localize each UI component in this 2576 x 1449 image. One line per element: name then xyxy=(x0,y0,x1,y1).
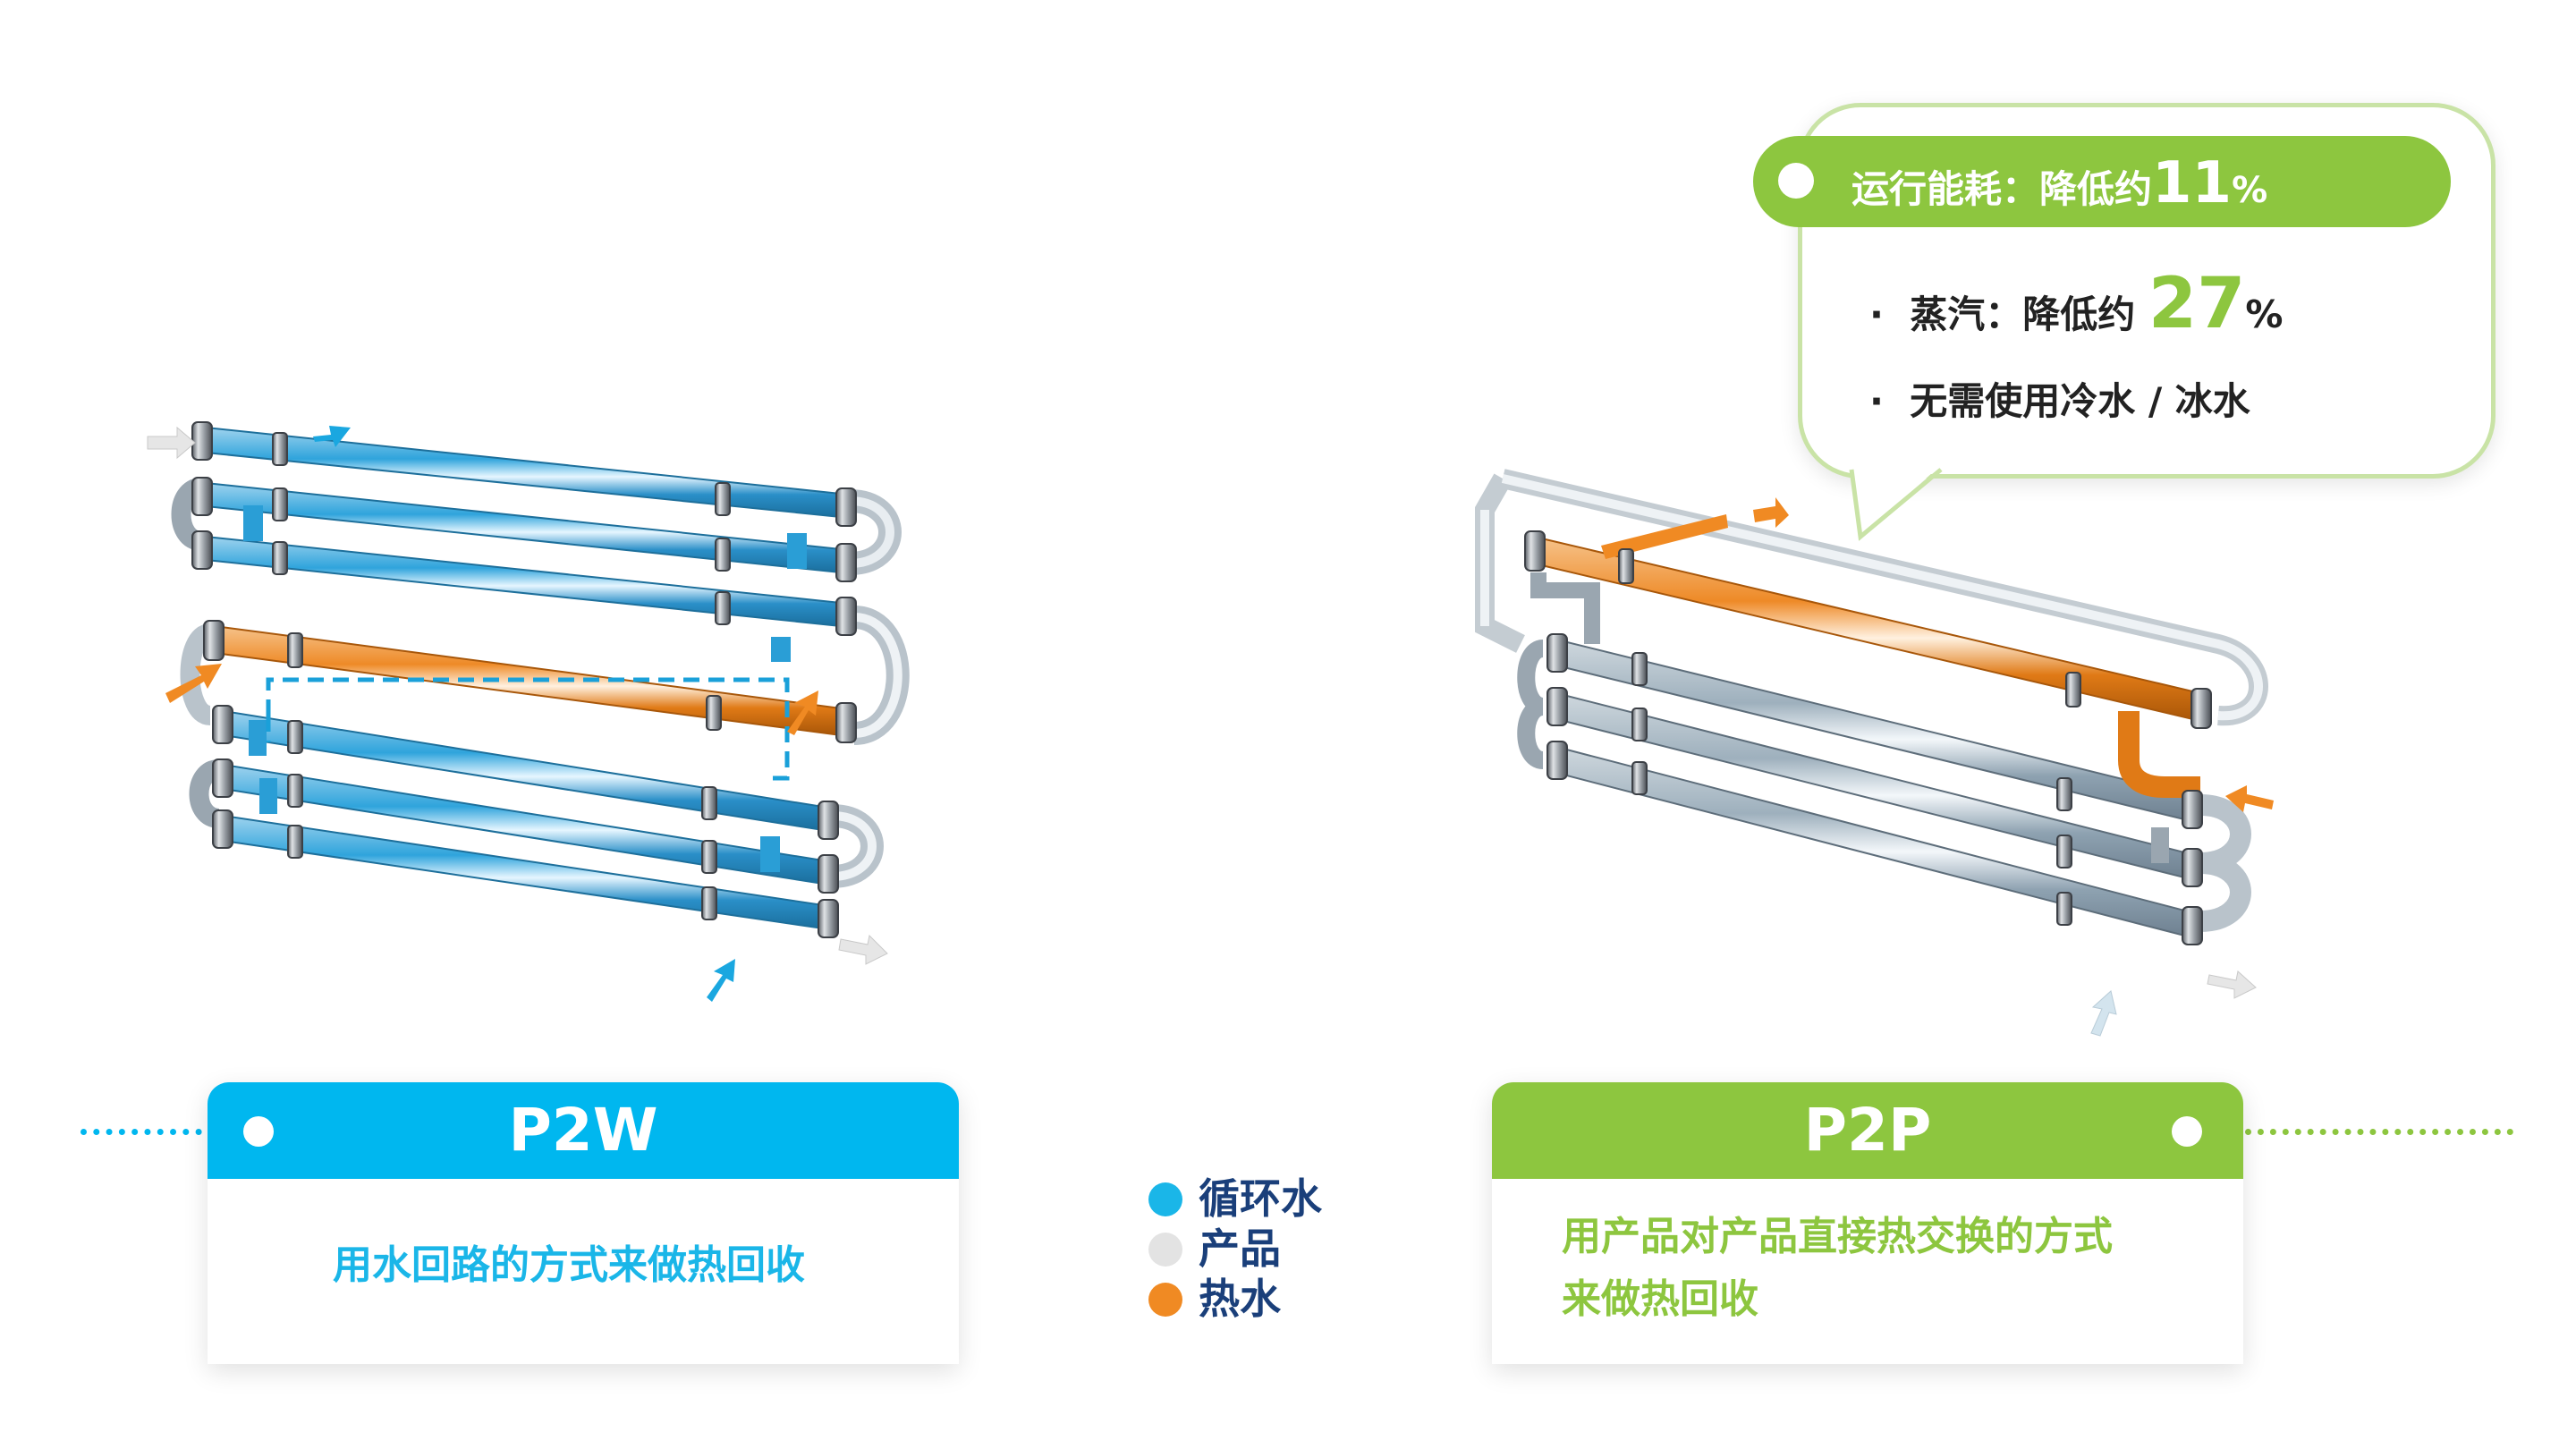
p2p-card-dot xyxy=(2172,1116,2202,1147)
no-cold-water-text: 无需使用冷水 / 冰水 xyxy=(1910,379,2250,423)
steam-label: 蒸汽：降低约 xyxy=(1910,292,2136,336)
steam-bullet: · 蒸汽：降低约 27% xyxy=(1869,264,2284,344)
callout-tail xyxy=(1849,465,1943,541)
energy-value: 11 xyxy=(2152,150,2233,216)
energy-unit: % xyxy=(2232,170,2268,211)
steam-unit: % xyxy=(2245,292,2284,336)
p2w-dotted-line xyxy=(80,1129,215,1135)
legend-swatch xyxy=(1148,1182,1182,1216)
p2p-exchanger xyxy=(1475,469,2274,1037)
p2w-card: P2W 用水回路的方式来做热回收 xyxy=(208,1082,959,1364)
p2w-description: 用水回路的方式来做热回收 xyxy=(333,1242,805,1288)
legend-label: 热水 xyxy=(1199,1275,1281,1323)
bullet-mark: · xyxy=(1869,292,1884,336)
p2p-card: P2P 用产品对产品直接热交换的方式 来做热回收 xyxy=(1492,1082,2243,1364)
energy-pill-dot xyxy=(1778,163,1814,199)
p2w-card-dot xyxy=(243,1116,274,1147)
p2p-dotted-line xyxy=(2245,1129,2513,1135)
legend-label: 产品 xyxy=(1199,1224,1281,1273)
energy-label: 运行能耗：降低约 xyxy=(1852,167,2153,211)
p2p-description-line1: 用产品对产品直接热交换的方式 xyxy=(1562,1214,2113,1259)
legend-label: 循环水 xyxy=(1199,1174,1322,1223)
p2w-card-header xyxy=(208,1082,959,1179)
bullet-mark: · xyxy=(1869,379,1884,423)
energy-saving-text: 运行能耗：降低约11% xyxy=(1852,143,2267,224)
p2p-title: P2P xyxy=(1803,1096,1932,1165)
legend-swatch xyxy=(1148,1283,1182,1317)
legend-swatch xyxy=(1148,1233,1182,1267)
steam-value: 27 xyxy=(2148,264,2246,344)
p2w-title: P2W xyxy=(508,1096,658,1165)
p2p-description: 用产品对产品直接热交换的方式 来做热回收 xyxy=(1562,1206,2113,1331)
energy-saving-pill xyxy=(1753,136,2451,227)
p2p-card-header xyxy=(1492,1082,2243,1179)
no-cold-water-bullet: · 无需使用冷水 / 冰水 xyxy=(1869,371,2250,426)
p2w-exchanger xyxy=(147,421,910,1002)
p2p-description-line2: 来做热回收 xyxy=(1562,1276,1758,1322)
